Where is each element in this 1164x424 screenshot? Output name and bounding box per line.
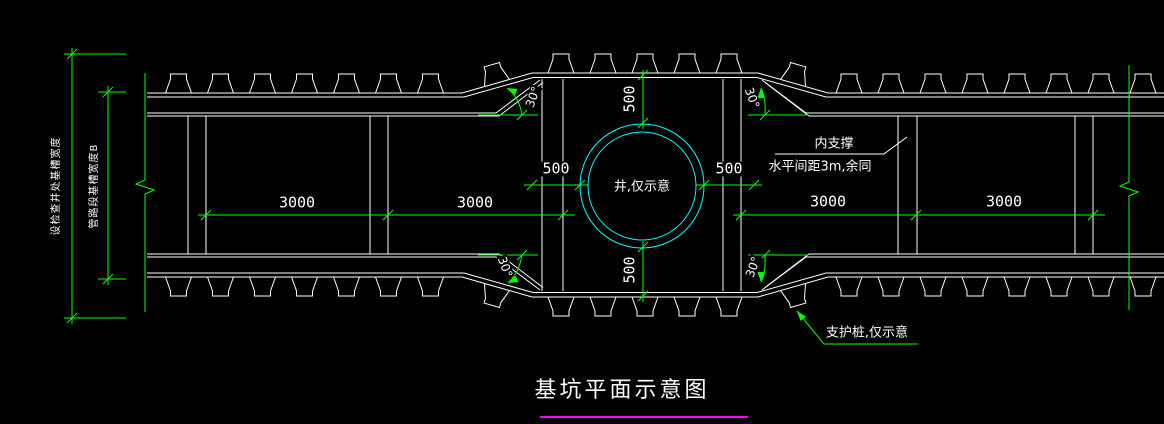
well-label: 井,仅示意 [613, 179, 671, 195]
inner-support-spacing-label: 水平间距3m,余同 [768, 159, 872, 175]
pit-walls [147, 72, 1164, 298]
dim-span-label-1: 3000 [276, 193, 318, 212]
dim-outer-width-label: 设检查井处基槽宽度 [51, 136, 62, 236]
dim-span-label-2: 3000 [454, 193, 496, 212]
dim-outer-width-line [64, 48, 126, 324]
dim-pipe-width-line [98, 86, 126, 285]
well-circle-outer [579, 123, 705, 249]
dim-pipe-width-label: 管路段基槽宽度B [89, 143, 100, 229]
dim-span-label-4: 3000 [983, 192, 1025, 211]
drawing-title: 基坑平面示意图 [534, 378, 710, 403]
dimension-arrows [507, 88, 807, 321]
inner-support-leader [775, 136, 908, 155]
dimension-ticks [66, 48, 1099, 324]
dim-500-bottom-label: 500 [620, 254, 639, 286]
dim-500-right-label: 500 [713, 159, 745, 178]
break-line-right [1118, 65, 1140, 310]
well-circle-inner [587, 131, 697, 241]
dim-500-top-label: 500 [620, 83, 639, 115]
angle-leader-br [748, 254, 808, 283]
dim-span-label-3: 3000 [807, 192, 849, 211]
brace-5 [897, 116, 918, 254]
brace-2 [369, 116, 389, 254]
dim-500-left-label: 500 [540, 159, 572, 178]
brace-6 [1074, 116, 1094, 254]
inner-support-label: 内支撑 [814, 136, 854, 152]
break-line-left [134, 73, 156, 312]
pile-leader [796, 310, 918, 345]
brace-1 [187, 116, 207, 254]
angle-leader-tr [748, 87, 808, 116]
dimension-lines [64, 48, 1140, 345]
pile-note-label: 支护桩,仅示意 [825, 325, 909, 341]
